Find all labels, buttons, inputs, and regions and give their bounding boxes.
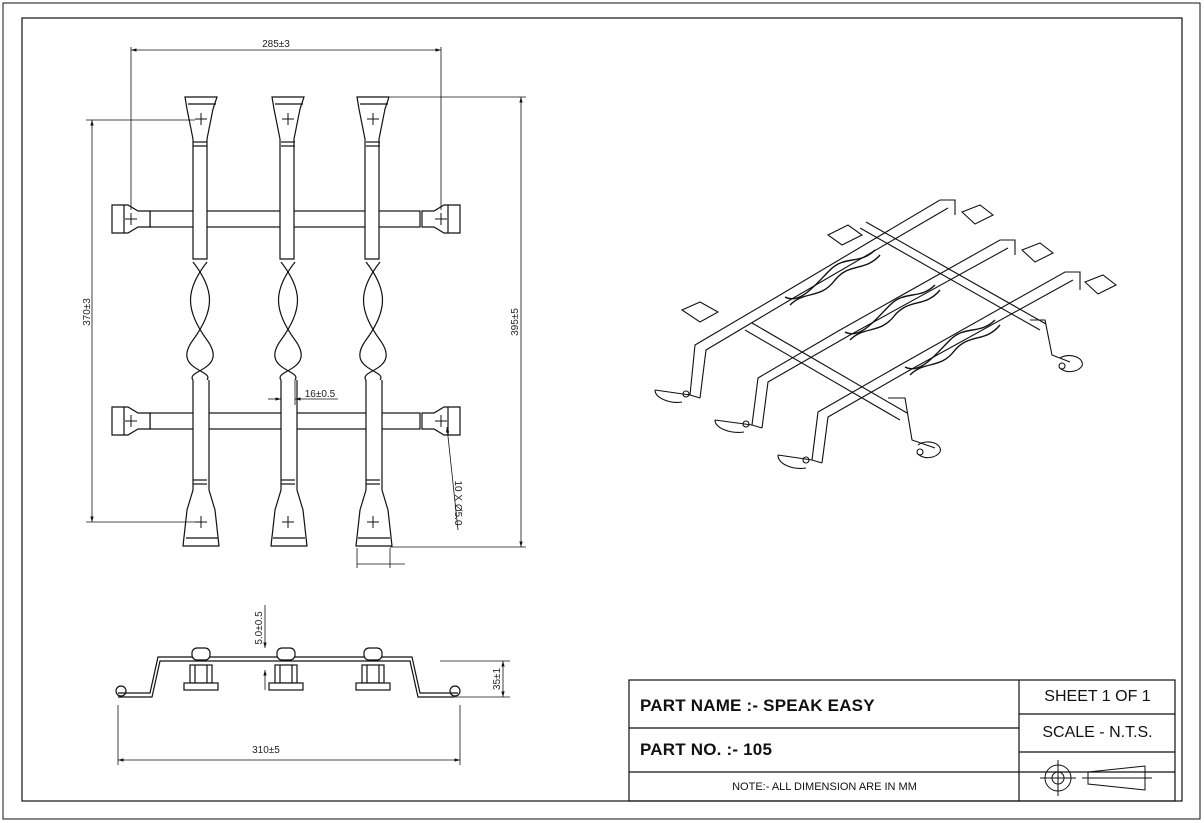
part-number: PART NO. :- 105	[640, 740, 773, 759]
dim-right-height	[390, 96, 526, 548]
projection-circle-icon	[1040, 760, 1076, 796]
dim-bottom-width-label: 310±5	[252, 745, 280, 756]
sheet-number: SHEET 1 OF 1	[1044, 688, 1151, 705]
leader-holes	[445, 426, 459, 531]
rod-right	[355, 96, 393, 547]
dim-small-bottom	[356, 548, 405, 568]
foot-left	[183, 647, 219, 691]
dim-top-width	[130, 47, 442, 210]
dim-side-height-label: 5.0±0.5	[254, 611, 265, 645]
scale-label: SCALE - N.T.S.	[1042, 724, 1153, 741]
dim-rod-diameter	[268, 380, 338, 405]
title-block	[628, 679, 1176, 802]
dimension-note: NOTE:- ALL DIMENSION ARE IN MM	[732, 781, 917, 793]
top-view	[86, 47, 526, 568]
part-name: PART NAME :- SPEAK EASY	[640, 696, 875, 715]
inner-border	[21, 17, 1183, 802]
projection-cone-icon	[1082, 765, 1152, 791]
hole-marks	[125, 113, 447, 528]
dim-left-height-label: 370±3	[82, 298, 93, 326]
dim-holes-label: 10 X Ø5.0	[452, 480, 463, 525]
dim-left-height	[86, 119, 195, 523]
dim-right-height-label: 395±5	[510, 308, 521, 336]
rod-left	[182, 96, 220, 547]
foot-right	[355, 647, 391, 691]
isometric-view	[654, 199, 1118, 469]
dim-top-width-label: 285±3	[262, 39, 290, 50]
dim-side-depth-label: 35±1	[492, 667, 503, 690]
foot-center	[268, 647, 304, 691]
front-view	[115, 605, 510, 765]
dim-front	[117, 605, 510, 765]
rod-center	[270, 96, 308, 547]
dim-rod-diameter-label: 16±0.5	[305, 389, 336, 400]
